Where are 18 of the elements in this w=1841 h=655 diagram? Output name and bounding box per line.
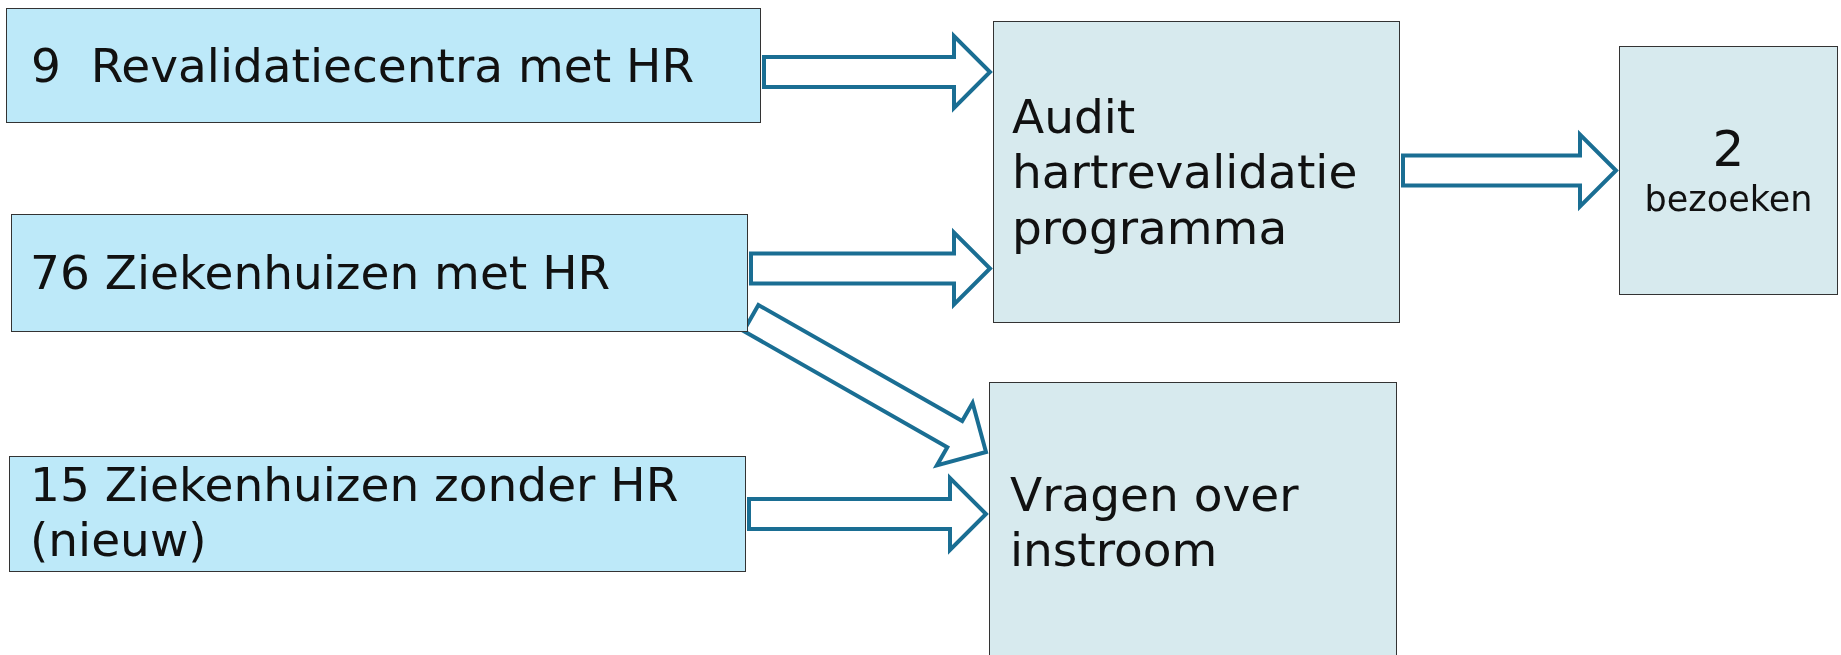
box-label: Audit hartrevalidatie programma bbox=[1012, 88, 1359, 256]
block-arrow bbox=[1401, 129, 1619, 212]
box-label: 2 bbox=[1712, 120, 1745, 180]
result-box bbox=[989, 382, 1397, 655]
source-box bbox=[11, 214, 748, 332]
source-box bbox=[9, 456, 746, 572]
box-label: 15 Ziekenhuizen zonder HR (nieuw) bbox=[30, 457, 680, 568]
box-label: 76 Ziekenhuizen met HR bbox=[30, 245, 611, 301]
block-arrow bbox=[762, 31, 993, 113]
box-label: 9 Revalidatiecentra met HR bbox=[31, 37, 695, 94]
block-arrow bbox=[747, 473, 989, 555]
source-box bbox=[6, 8, 761, 123]
box-label: Vragen over instroom bbox=[1010, 467, 1300, 578]
result-box bbox=[1619, 46, 1838, 295]
block-arrow bbox=[749, 227, 993, 310]
result-box bbox=[993, 21, 1400, 323]
box-label: bezoeken bbox=[1644, 179, 1813, 221]
block-arrow bbox=[740, 302, 989, 469]
